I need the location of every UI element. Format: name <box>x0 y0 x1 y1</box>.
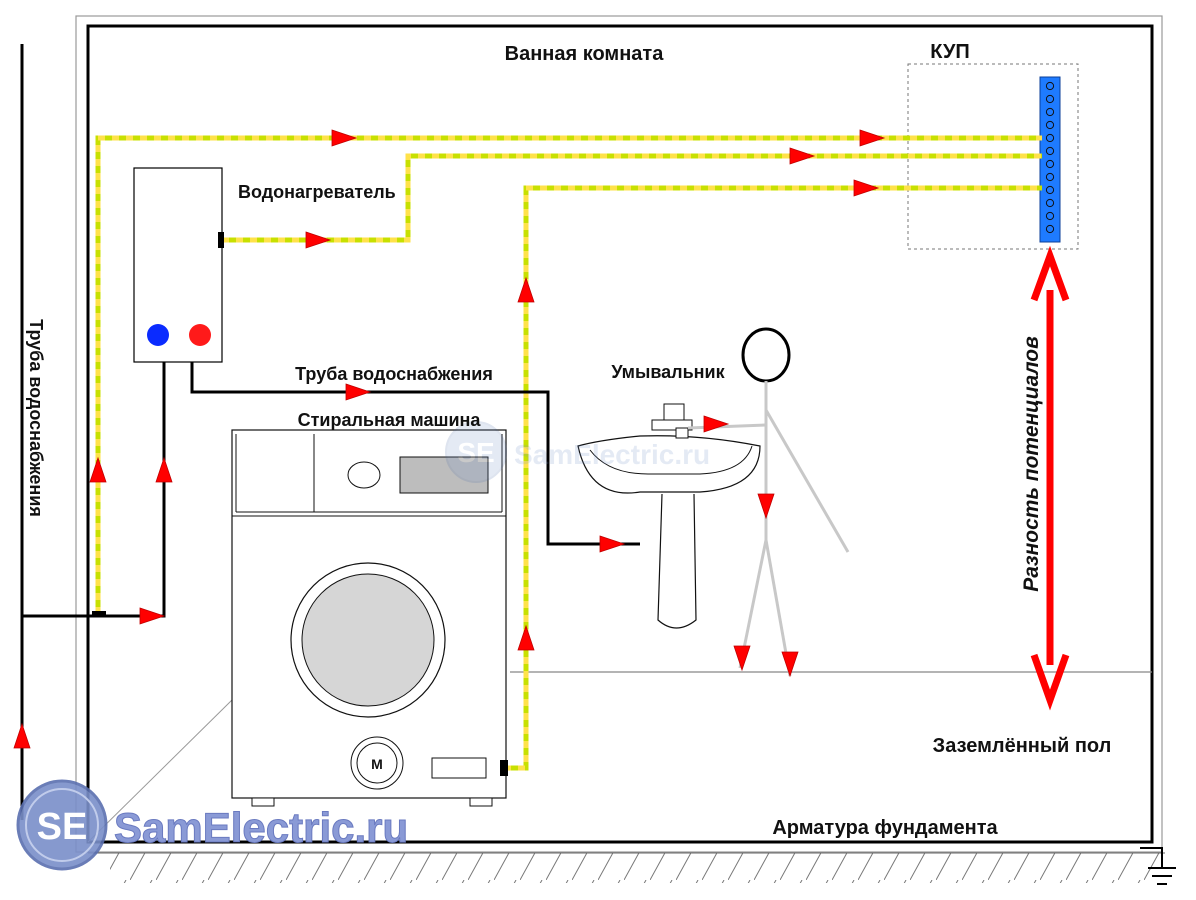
arrow-right-icon <box>789 147 816 165</box>
ground-hatch <box>110 853 1160 883</box>
washing-machine-label: Стиральная машина <box>298 410 482 430</box>
arrow-right-icon <box>859 129 886 147</box>
outer-wall <box>75 15 1163 853</box>
arrow-down-icon <box>757 493 775 520</box>
arrow-up-icon <box>517 624 535 651</box>
watermark-bottom: SE SamElectric.ru <box>16 779 409 871</box>
sink-supply-pipe <box>190 362 640 546</box>
cold-water-outlet-icon <box>147 324 169 346</box>
kup-box <box>907 63 1079 250</box>
inner-wall <box>86 24 1154 844</box>
ground-conductor-3 <box>504 185 1042 771</box>
arrow-right-icon <box>305 231 332 249</box>
washing-machine <box>231 429 508 807</box>
potential-difference-arrow <box>1030 245 1070 711</box>
arrow-up-icon <box>155 456 173 483</box>
water-heater-label: Водонагреватель <box>238 182 396 202</box>
arrow-down-icon <box>781 651 799 678</box>
watermark-logo-small: SE <box>457 437 494 468</box>
watermark-text: SamElectric.ru <box>114 804 408 851</box>
hot-water-outlet-icon <box>189 324 211 346</box>
grounded-floor-label: Заземлённый пол <box>933 735 1112 757</box>
arrow-right-icon <box>331 129 358 147</box>
motor-label: M <box>371 756 383 772</box>
earth-symbol-icon <box>1140 847 1176 885</box>
arrow-up-icon <box>517 276 535 303</box>
ground-conductor-1 <box>95 135 1042 614</box>
person-figure <box>687 327 850 677</box>
sink-label: Умывальник <box>611 362 725 382</box>
riser-pipe-label: Труба водоснабжения <box>26 319 46 517</box>
arrow-right-icon <box>853 179 880 197</box>
watermark-text-small: SamElectric.ru <box>514 439 710 470</box>
arrow-up-icon <box>13 722 31 749</box>
water-heater-ground-terminal <box>218 232 224 248</box>
potential-difference-label: Разность потенциалов <box>1020 336 1043 592</box>
kup-busbar <box>1039 76 1061 243</box>
arrow-right-icon <box>345 383 372 401</box>
watermark-logo: SE <box>37 806 88 848</box>
foundation-rebar-label: Арматура фундамента <box>772 817 998 839</box>
arrow-right-icon <box>703 415 730 433</box>
arrow-down-icon <box>733 645 751 672</box>
kup-label: КУП <box>930 41 970 63</box>
pipe-ground-clamp <box>92 611 106 617</box>
arrow-right-icon <box>139 607 166 625</box>
arrow-up-icon <box>89 456 107 483</box>
current-arrows <box>13 129 886 749</box>
floor-perspective-line <box>87 699 233 843</box>
water-pipe-label: Труба водоснабжения <box>295 364 493 384</box>
sink <box>577 403 761 629</box>
watermark-center: SE SamElectric.ru <box>445 421 710 483</box>
bathroom-label: Ванная комната <box>505 43 665 65</box>
kup-busbar-holes <box>1045 81 1055 234</box>
arrow-right-icon <box>599 535 626 553</box>
